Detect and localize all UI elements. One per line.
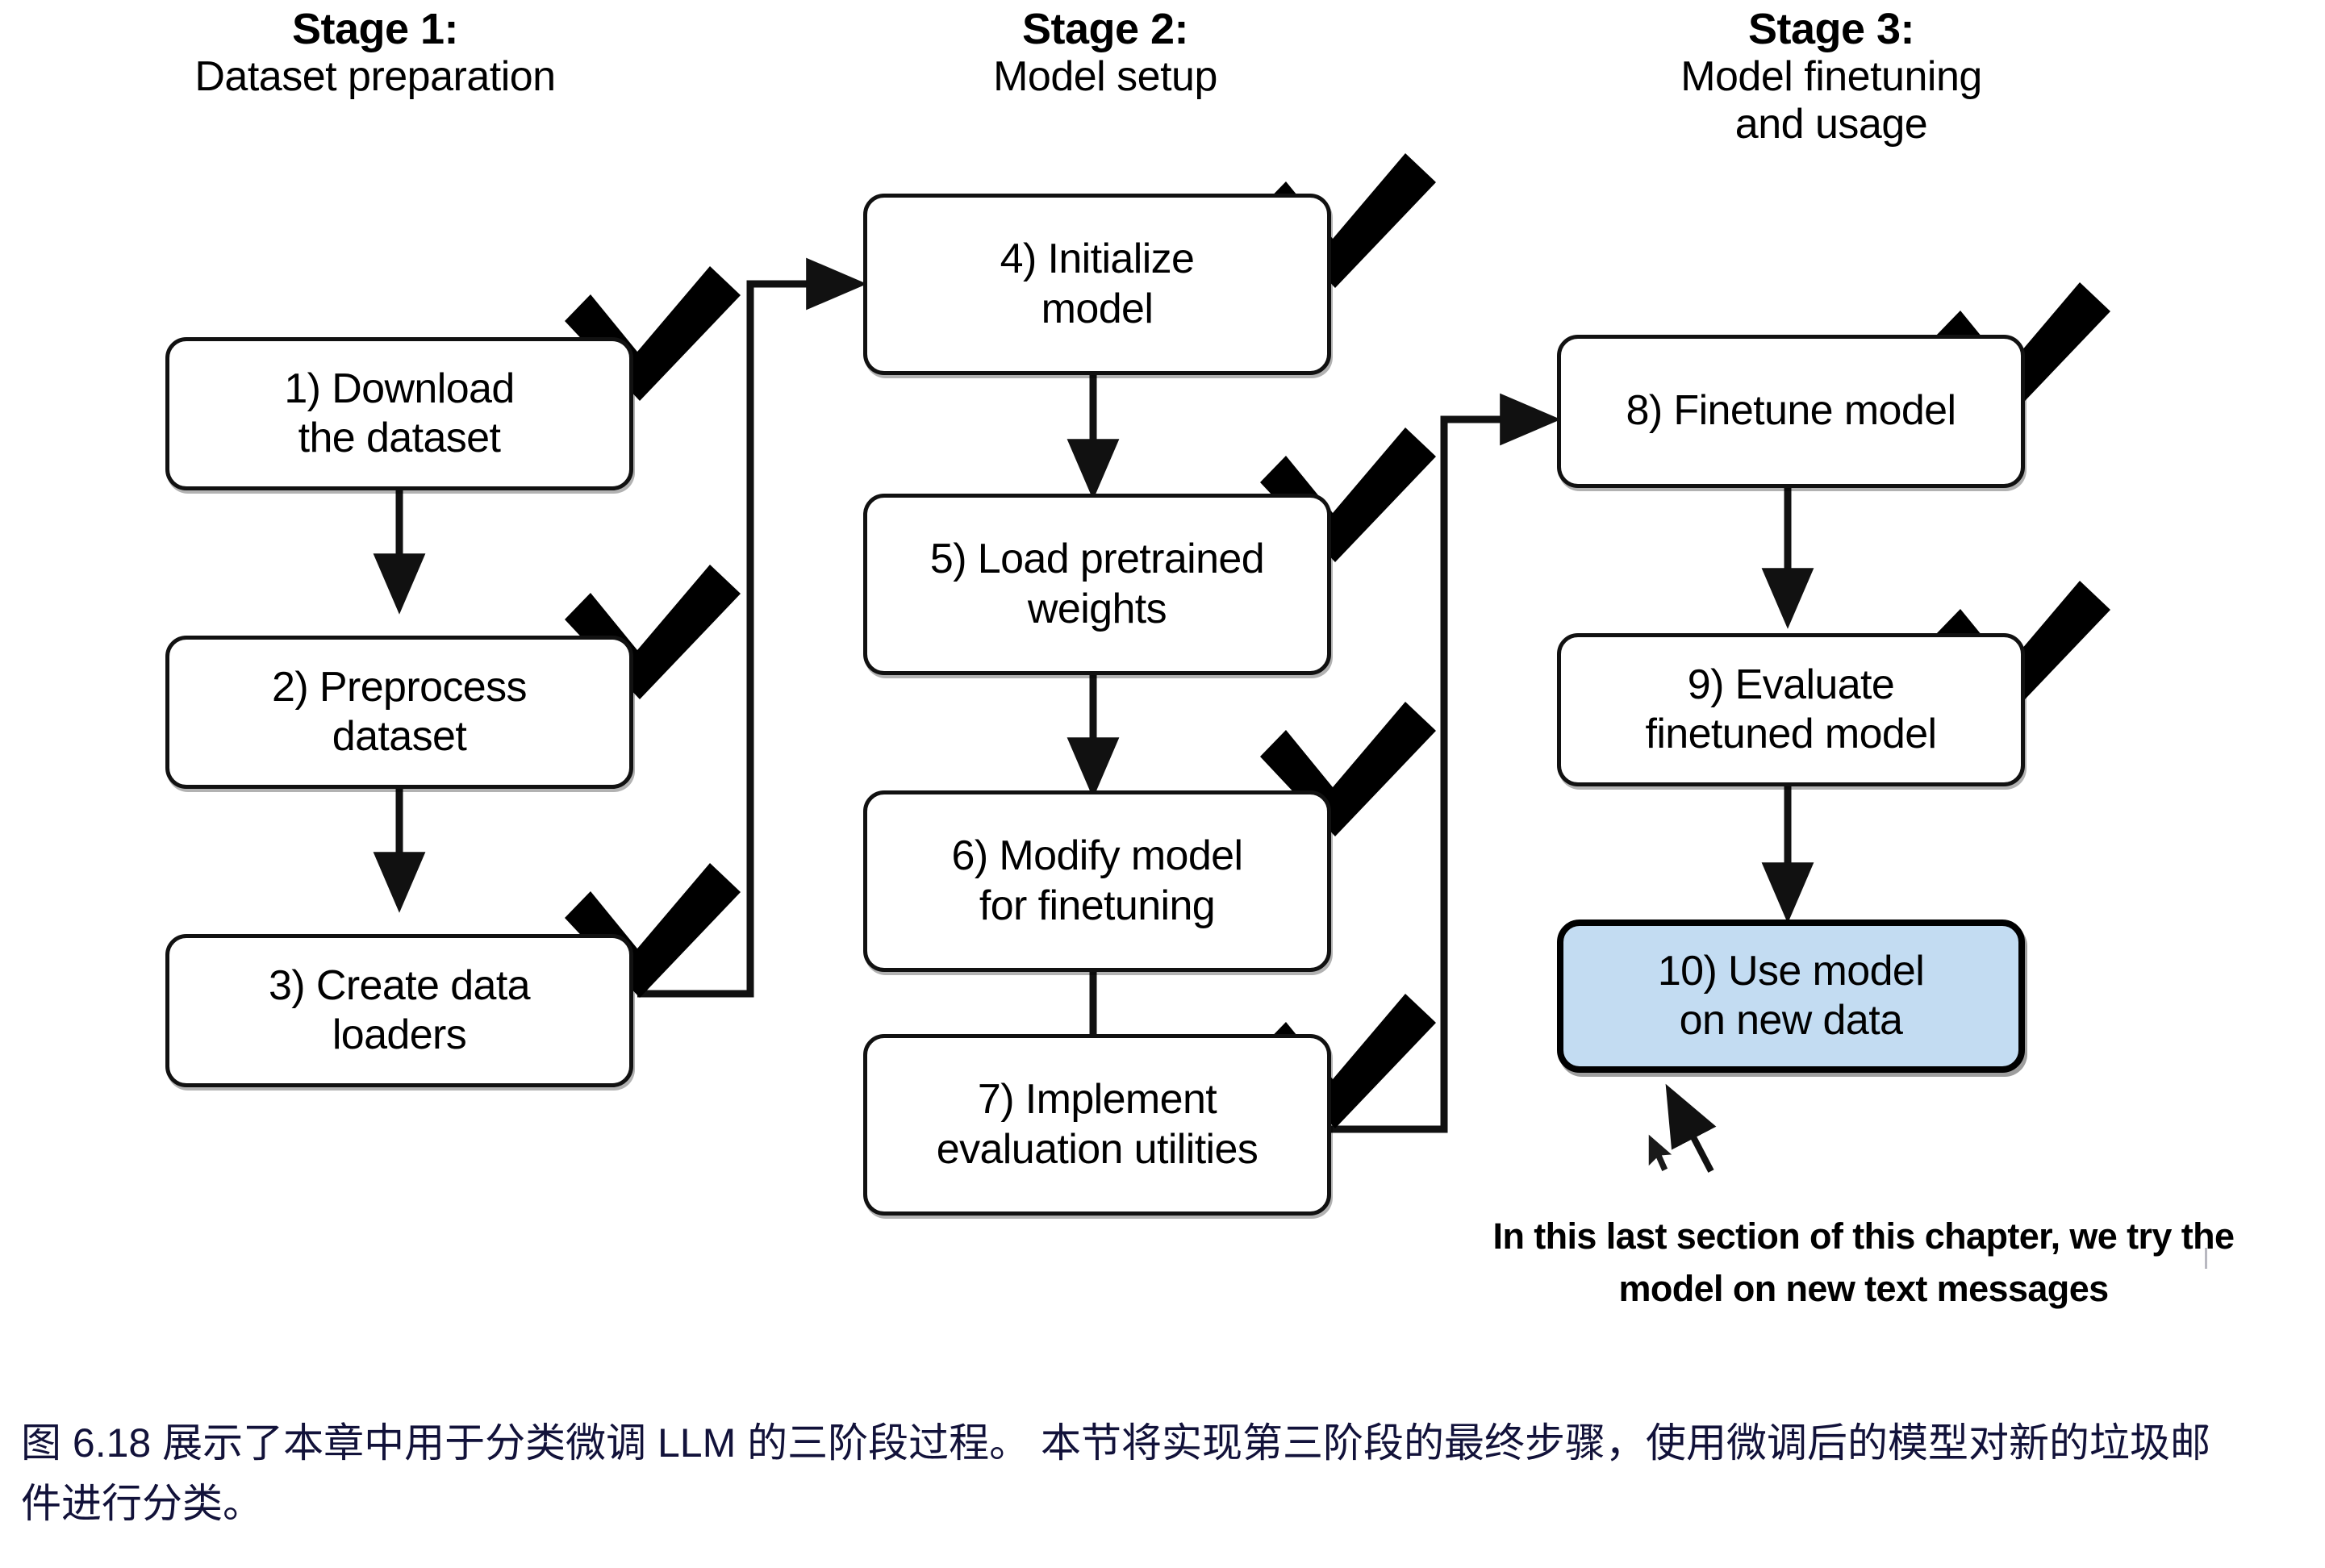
node-7-label: 7) Implement evaluation utilities (936, 1075, 1259, 1174)
node-preprocess-dataset[interactable]: 2) Preprocess dataset (165, 636, 633, 789)
stage-3-name-line1: Model finetuning (1680, 53, 1982, 101)
stage-title-3: Stage 3: Model finetuning and usage (1476, 5, 2186, 148)
stage-3-number: Stage 3: (1747, 5, 1915, 53)
node-5-line2: weights (1027, 585, 1167, 632)
node-3-line1: 3) Create data (268, 961, 531, 1009)
node-9-line2: finetuned model (1645, 711, 1937, 757)
connector-stage1-to-stage2 (637, 257, 867, 998)
node-load-pretrained-weights[interactable]: 5) Load pretrained weights (863, 494, 1331, 675)
annotation-callout: In this last section of this chapter, we… (1420, 1210, 2307, 1316)
stage-title-2: Stage 2: Model setup (791, 5, 1420, 101)
node-6-label: 6) Modify model for finetuning (951, 832, 1244, 931)
node-10-label: 10) Use model on new data (1657, 947, 1925, 1046)
node-6-line1: 6) Modify model (951, 832, 1244, 880)
node-5-label: 5) Load pretrained weights (929, 535, 1265, 634)
node-create-data-loaders[interactable]: 3) Create data loaders (165, 934, 633, 1087)
stage-2-name: Model setup (993, 53, 1217, 101)
annotation-line1: In this last section of this chapter, we… (1492, 1216, 2235, 1257)
stage-title-1: Stage 1: Dataset preparation (56, 5, 694, 101)
node-2-label: 2) Preprocess dataset (272, 663, 527, 762)
node-2-line2: dataset (332, 713, 467, 760)
node-2-line1: 2) Preprocess (272, 663, 527, 711)
figure-caption: 图 6.18 展示了本章中用于分类微调 LLM 的三阶段过程。 本节将实现第三阶… (21, 1420, 2211, 1526)
node-9-label: 9) Evaluate finetuned model (1645, 661, 1937, 760)
node-4-line2: model (1041, 285, 1154, 332)
connector-stage2-to-stage3 (1331, 393, 1561, 1133)
node-3-line2: loaders (332, 1011, 467, 1058)
node-10-line2: on new data (1679, 997, 1903, 1044)
node-3-label: 3) Create data loaders (268, 961, 531, 1061)
stage-3-name-line2: and usage (1734, 100, 1928, 148)
stage-1-name: Dataset preparation (194, 53, 556, 101)
node-9-line1: 9) Evaluate (1687, 661, 1895, 708)
node-download-dataset[interactable]: 1) Download the dataset (165, 337, 633, 490)
stage-1-number: Stage 1: (291, 5, 459, 53)
annotation-pointer-arrow (1665, 1083, 1717, 1173)
node-use-model-on-new-data[interactable]: 10) Use model on new data (1557, 920, 2025, 1073)
figure-container: Stage 1: Dataset preparation Stage 2: Mo… (56, 5, 2307, 1316)
node-7-line2: evaluation utilities (936, 1125, 1259, 1173)
node-10-line1: 10) Use model (1657, 947, 1925, 995)
node-1-label: 1) Download the dataset (284, 365, 515, 464)
node-7-line1: 7) Implement (977, 1076, 1217, 1124)
page-edge-mark (2205, 1248, 2207, 1269)
stage-2-number: Stage 2: (1021, 5, 1189, 53)
node-evaluate-finetuned-model[interactable]: 9) Evaluate finetuned model (1557, 633, 2025, 786)
node-5-line1: 5) Load pretrained (929, 536, 1265, 583)
mouse-cursor (1647, 1132, 1675, 1174)
node-4-line1: 4) Initialize (1000, 236, 1195, 283)
node-initialize-model[interactable]: 4) Initialize model (863, 194, 1331, 375)
node-1-line2: the dataset (298, 415, 501, 461)
node-8-line1: 8) Finetune model (1626, 387, 1957, 435)
node-implement-evaluation-utilities[interactable]: 7) Implement evaluation utilities (863, 1034, 1331, 1216)
node-4-label: 4) Initialize model (1000, 235, 1195, 334)
annotation-line2: model on new text messages (1618, 1268, 2109, 1310)
node-6-line2: for finetuning (979, 882, 1216, 929)
node-1-line1: 1) Download (284, 365, 515, 412)
node-finetune-model[interactable]: 8) Finetune model (1557, 335, 2025, 488)
node-modify-model-for-finetuning[interactable]: 6) Modify model for finetuning (863, 790, 1331, 972)
node-8-label: 8) Finetune model (1626, 386, 1957, 436)
